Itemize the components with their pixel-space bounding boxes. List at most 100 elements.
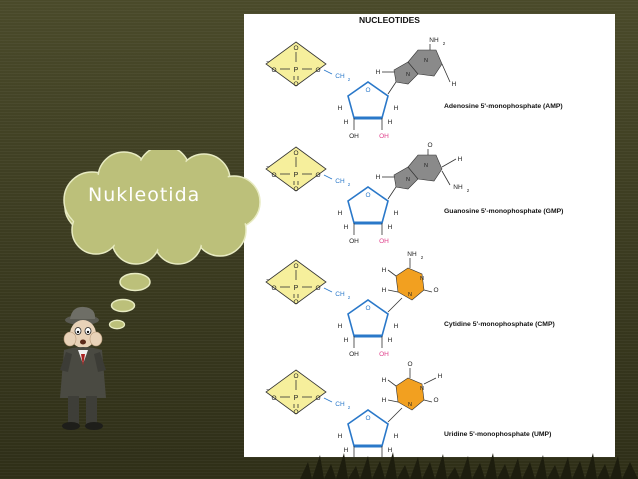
h-label: H <box>344 337 349 344</box>
pyrimidine-ring <box>407 154 443 182</box>
n-label: N <box>420 386 424 392</box>
oxygen-label: O <box>315 67 320 74</box>
oxygen-label: O <box>433 397 438 404</box>
ch2-label: CH <box>335 401 345 408</box>
oxygen-label: O <box>315 285 320 292</box>
h-label: H <box>376 69 381 76</box>
h-label: H <box>388 337 393 344</box>
ribose-ring <box>347 409 389 447</box>
thought-bubble-medium <box>110 298 136 313</box>
oxygen-label: O <box>271 285 276 292</box>
h-label: H <box>344 119 349 126</box>
subscript-2: 2 <box>443 41 446 46</box>
bond <box>387 269 397 277</box>
oxygen-label: O <box>293 45 298 52</box>
glycosidic-bond <box>387 81 397 95</box>
n-label: N <box>406 72 410 78</box>
minus-sign: − <box>266 164 270 171</box>
h-label: H <box>388 447 393 454</box>
phosphate-group <box>265 146 327 192</box>
nh2-label: NH <box>453 184 463 191</box>
n-label: N <box>424 163 428 169</box>
subscript-2: 2 <box>421 255 424 260</box>
h-label: H <box>376 174 381 181</box>
grass-decoration <box>300 452 638 479</box>
oh-label: OH <box>379 351 389 358</box>
oxygen-label: O <box>293 263 298 270</box>
h-label: H <box>394 433 399 440</box>
subscript-2: 2 <box>348 405 351 410</box>
oh-label: OH <box>349 133 359 140</box>
h-label: H <box>382 267 387 274</box>
ch2-label: CH <box>335 178 345 185</box>
bond <box>387 289 399 293</box>
ribose-ring <box>347 299 389 337</box>
bond <box>441 170 451 186</box>
bond <box>323 174 333 180</box>
nucleotide-caption: Guanosine 5'-monophosphate (GMP) <box>444 208 563 215</box>
bond <box>323 69 333 75</box>
figure-title: NUCLEOTIDES <box>359 15 420 25</box>
ring-oxygen-label: O <box>365 415 370 422</box>
h-label: H <box>338 105 343 112</box>
imidazole-ring <box>393 166 419 190</box>
glycosidic-bond <box>387 407 403 423</box>
bond <box>423 377 437 385</box>
h-label: H <box>458 156 463 163</box>
oxygen-label: O <box>293 150 298 157</box>
ch2-label: CH <box>335 291 345 298</box>
nucleotide-caption: Uridine 5'-monophosphate (UMP) <box>444 431 551 438</box>
h-label: H <box>338 433 343 440</box>
pyrimidine-ring <box>407 49 443 77</box>
oh-label: OH <box>349 351 359 358</box>
h-label: H <box>382 287 387 294</box>
thought-bubble-large <box>119 272 151 292</box>
oxygen-label: O <box>427 142 432 149</box>
oxygen-label: O <box>433 287 438 294</box>
glycosidic-bond <box>387 186 397 200</box>
ring-oxygen-label: O <box>365 87 370 94</box>
oxygen-label: O <box>293 81 298 88</box>
oxygen-label: O <box>271 67 276 74</box>
n-label: N <box>408 402 412 408</box>
minus-sign: − <box>266 277 270 284</box>
bond <box>441 63 451 83</box>
bond <box>387 399 399 403</box>
bond <box>387 379 397 387</box>
minus-sign: − <box>266 59 270 66</box>
h-label: H <box>382 377 387 384</box>
n-label: N <box>420 276 424 282</box>
phosphorus-label: P <box>294 67 299 74</box>
h-label: H <box>438 373 443 380</box>
h-label: H <box>338 210 343 217</box>
bond <box>423 399 433 403</box>
nucleotide-caption: Cytidine 5'-monophosphate (CMP) <box>444 321 555 328</box>
phosphate-group <box>265 41 327 87</box>
h-label: H <box>338 323 343 330</box>
h-label: H <box>394 323 399 330</box>
phosphorus-label: P <box>294 172 299 179</box>
h-label: H <box>388 224 393 231</box>
glycosidic-bond <box>387 297 403 313</box>
minus-sign: − <box>266 387 270 394</box>
worried-man-illustration <box>60 306 106 430</box>
oh-label: OH <box>379 238 389 245</box>
ch2-label: CH <box>335 73 345 80</box>
h-label: H <box>394 105 399 112</box>
ribose-ring <box>347 186 389 224</box>
h-label: H <box>344 224 349 231</box>
oxygen-label: O <box>315 395 320 402</box>
oxygen-label: O <box>407 361 412 368</box>
subscript-2: 2 <box>348 295 351 300</box>
oxygen-label: O <box>315 172 320 179</box>
h-label: H <box>382 397 387 404</box>
n-label: N <box>424 58 428 64</box>
subscript-2: 2 <box>467 188 470 193</box>
bond <box>423 289 433 293</box>
oxygen-label: O <box>293 299 298 306</box>
